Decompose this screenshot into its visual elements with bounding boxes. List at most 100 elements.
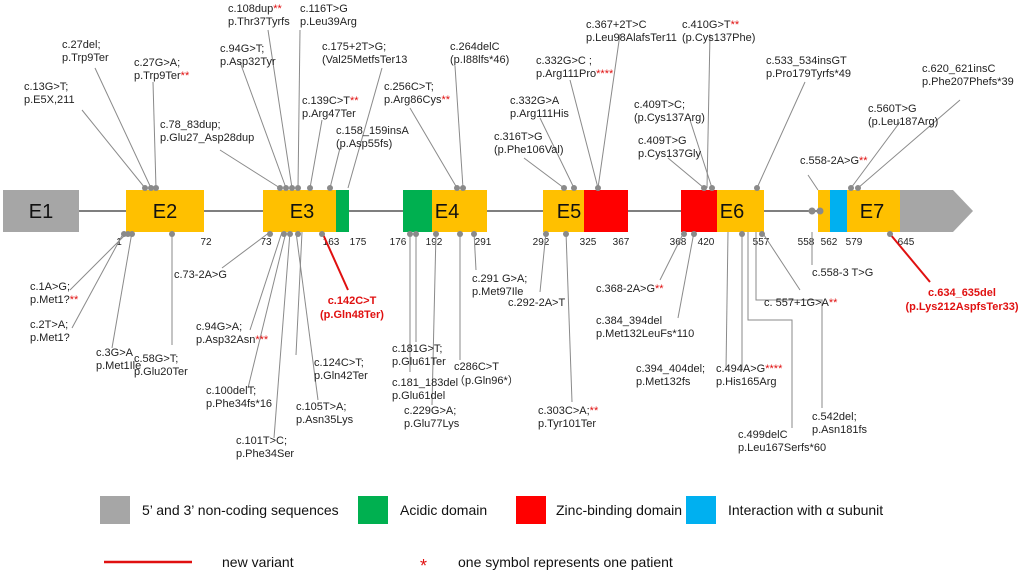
new-variant-line-1 bbox=[321, 231, 349, 291]
variant-dot bbox=[433, 231, 439, 237]
variant-dot bbox=[816, 207, 824, 215]
exon-2-label: E2 bbox=[153, 201, 177, 223]
connector bbox=[297, 29, 301, 189]
variant-dot bbox=[561, 185, 567, 191]
connector bbox=[569, 79, 599, 189]
variant-label: c.303C>A;**p.Tyr101Ter bbox=[538, 405, 599, 430]
variant-dot bbox=[709, 185, 715, 191]
exon-7-label: E7 bbox=[860, 201, 884, 223]
connector bbox=[539, 231, 547, 293]
variant-dot bbox=[281, 231, 287, 237]
variant-label: c.27G>A;p.Trp9Ter** bbox=[134, 57, 190, 82]
variant-label: c.158_159insA(p.Asp55fs) bbox=[336, 125, 409, 150]
variant-dot bbox=[307, 185, 313, 191]
variant-dot bbox=[267, 231, 273, 237]
variant-dot bbox=[454, 185, 460, 191]
legend-star-symbol: * bbox=[420, 556, 427, 572]
variant-dot bbox=[413, 231, 419, 237]
connector bbox=[295, 231, 303, 356]
connector bbox=[81, 109, 146, 189]
variant-label: c.13G>T;p.E5X,211 bbox=[24, 81, 75, 106]
legend-zinc: Zinc-binding domain bbox=[556, 502, 682, 518]
legend-swatch-noncoding bbox=[100, 496, 130, 524]
pos-label: 579 bbox=[846, 237, 863, 248]
connector bbox=[807, 174, 819, 191]
connector bbox=[850, 121, 901, 189]
pos-label: 367 bbox=[613, 237, 630, 248]
variant-label: c.139C>T**p.Arg47Ter bbox=[302, 95, 359, 120]
pos-label: 73 bbox=[260, 237, 272, 248]
connector bbox=[565, 231, 573, 403]
variant-label: c.560T>G(p.Leu187Arg) bbox=[868, 103, 938, 128]
connector bbox=[409, 107, 458, 189]
variant-label: c.94G>A;p.Asp32Asn*** bbox=[196, 321, 269, 346]
variant-dots bbox=[121, 185, 893, 237]
variant-dot bbox=[295, 231, 301, 237]
variant-dot bbox=[129, 231, 135, 237]
legend-swatch-zinc bbox=[516, 496, 546, 524]
exon-3-label: E3 bbox=[290, 201, 314, 223]
position-labels: 1 72 73 163 175 176 192 291 292 325 367 … bbox=[116, 237, 915, 248]
legend-swatch-acidic bbox=[358, 496, 388, 524]
variant-dot bbox=[754, 185, 760, 191]
pos-label: 163 bbox=[323, 237, 340, 248]
variant-dot bbox=[808, 207, 816, 215]
connector bbox=[329, 147, 341, 189]
exon-3 bbox=[263, 190, 349, 232]
connector bbox=[347, 67, 383, 189]
variant-label: c.394_404del;p.Met132fs bbox=[636, 363, 705, 388]
variant-label: c. 557+1G>A** bbox=[764, 297, 838, 309]
connector bbox=[431, 231, 437, 406]
connector bbox=[523, 157, 565, 189]
variant-dot bbox=[295, 185, 301, 191]
connector bbox=[239, 61, 287, 189]
connector bbox=[219, 149, 281, 189]
variant-label: c.229G>A;p.Glu77Lys bbox=[404, 405, 460, 430]
connector bbox=[94, 67, 152, 189]
connector bbox=[597, 33, 621, 189]
connector bbox=[249, 231, 283, 331]
variant-label: c.100delT;p.Phe34fs*16 bbox=[206, 385, 272, 410]
connector bbox=[659, 231, 685, 281]
connector bbox=[857, 99, 961, 189]
connector bbox=[755, 232, 823, 408]
exon-4-label: E4 bbox=[435, 201, 459, 223]
variant-dot bbox=[407, 231, 413, 237]
top-variant-labels: c.13G>T;p.E5X,211 c.27del;p.Trp9Ter c.27… bbox=[24, 3, 1014, 167]
exon-2 bbox=[126, 190, 204, 232]
pos-label: 558 bbox=[798, 237, 815, 248]
connector bbox=[677, 231, 695, 319]
variant-label: c.181G>T;p.Glu61Ter bbox=[392, 343, 446, 368]
variant-label: c.558-2A>G** bbox=[800, 155, 868, 167]
connector bbox=[267, 29, 293, 189]
variant-dot bbox=[460, 185, 466, 191]
variant-dot bbox=[142, 185, 148, 191]
variant-label: c.256C>T;p.Arg86Cys** bbox=[384, 81, 451, 106]
connector bbox=[295, 231, 319, 401]
variant-label: c.124C>T;p.Gln42Ter bbox=[314, 357, 368, 382]
variant-label: c.368-2A>G** bbox=[596, 283, 664, 295]
variant-label: c.101T>C;p.Phe34Ser bbox=[236, 435, 294, 460]
variant-label: c.78_83dup;p.Glu27_Asp28dup bbox=[160, 119, 254, 144]
acidic-domain-e3 bbox=[336, 190, 349, 232]
variant-dot bbox=[855, 185, 861, 191]
top-connectors bbox=[81, 29, 961, 191]
variant-dot bbox=[681, 231, 687, 237]
interaction-domain-e7 bbox=[830, 190, 847, 232]
connector bbox=[273, 231, 291, 439]
pos-label: 72 bbox=[200, 237, 212, 248]
variant-dot bbox=[148, 185, 154, 191]
connector bbox=[454, 65, 464, 189]
connector bbox=[111, 231, 133, 349]
variant-label: c.494A>G****p.His165Arg bbox=[716, 363, 783, 388]
variant-dot bbox=[887, 231, 893, 237]
acidic-domain-e4 bbox=[403, 190, 432, 232]
variant-dot bbox=[287, 231, 293, 237]
connector bbox=[473, 231, 477, 271]
